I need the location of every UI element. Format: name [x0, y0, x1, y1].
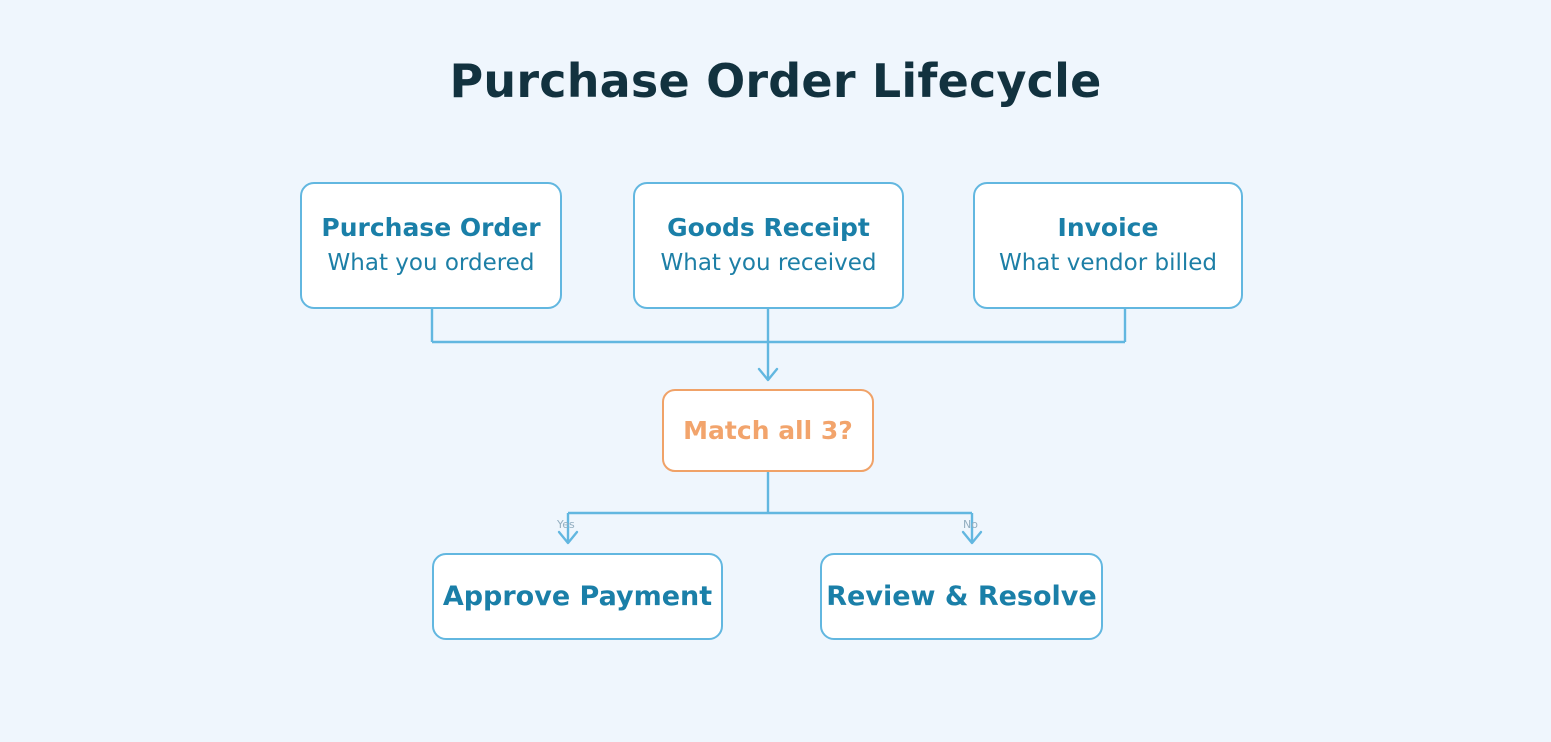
page-title: Purchase Order Lifecycle — [449, 54, 1102, 108]
node-goods-receipt-title: Goods Receipt — [667, 212, 870, 242]
edge-label-yes: Yes — [557, 518, 575, 531]
node-match-title: Match all 3? — [683, 415, 853, 445]
node-invoice-title: Invoice — [1057, 212, 1159, 242]
node-invoice[interactable]: Invoice What vendor billed — [973, 182, 1243, 309]
node-approve-payment[interactable]: Approve Payment — [432, 553, 723, 640]
edge-label-no: No — [963, 518, 978, 531]
node-purchase-order[interactable]: Purchase Order What you ordered — [300, 182, 562, 309]
node-invoice-subtitle: What vendor billed — [998, 250, 1218, 277]
arrowhead-to-match — [757, 367, 779, 382]
node-purchase-order-title: Purchase Order — [321, 212, 541, 242]
node-review-resolve[interactable]: Review & Resolve — [820, 553, 1103, 640]
arrowhead-to-review — [961, 530, 983, 545]
arrowhead-to-approve — [557, 530, 579, 545]
node-purchase-order-subtitle: What you ordered — [327, 250, 535, 277]
node-review-resolve-title: Review & Resolve — [826, 580, 1097, 612]
node-goods-receipt[interactable]: Goods Receipt What you received — [633, 182, 904, 309]
node-match-decision[interactable]: Match all 3? — [662, 389, 874, 472]
node-approve-payment-title: Approve Payment — [442, 580, 713, 612]
node-goods-receipt-subtitle: What you received — [660, 250, 877, 277]
